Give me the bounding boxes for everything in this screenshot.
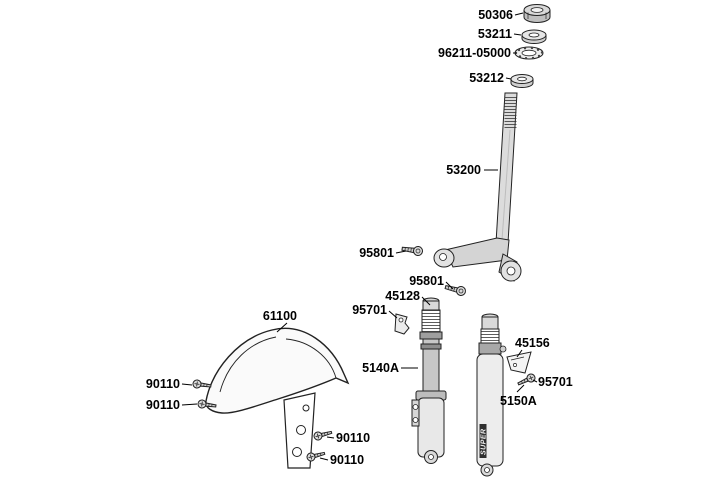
steering-ball-bearing [514, 46, 544, 60]
part-label-96211-05000: 96211-05000 [438, 46, 511, 60]
part-label-45156: 45156 [515, 336, 550, 350]
part-label-90110: 90110 [146, 377, 180, 391]
part-label-53212: 53212 [469, 71, 504, 85]
leader-line-90110 [181, 383, 193, 386]
part-label-95701: 95701 [352, 303, 387, 317]
part-label-53211: 53211 [478, 27, 512, 41]
screw-90110 [191, 378, 212, 391]
part-label-90110: 90110 [330, 453, 364, 467]
steering-nut [523, 4, 551, 23]
leader-line-53211 [513, 33, 522, 36]
triple-clamp [433, 237, 522, 282]
steering-race [510, 74, 534, 88]
pinch-bolt-95801 [401, 243, 424, 257]
pinch-bolt-95801 [443, 282, 467, 297]
fork-leg-left [411, 297, 447, 464]
leader-line-61100 [276, 322, 288, 333]
part-label-90110: 90110 [336, 431, 370, 445]
front-fender [205, 327, 350, 469]
leader-line-50306 [514, 12, 524, 16]
bracket-95701 [394, 313, 410, 335]
plate-45156 [506, 351, 532, 374]
leader-line-95701 [532, 379, 538, 383]
part-label-61100: 61100 [263, 309, 297, 323]
leader-line-95801 [395, 250, 407, 254]
part-label-45128: 45128 [385, 289, 420, 303]
labels-layer: 50306 53211 96211-05000 53212 53200 95801 9580… [146, 8, 573, 467]
fork-decal-text: SUPER [481, 428, 488, 455]
fork-leg-right: SUPER [476, 313, 507, 477]
part-label-5150A: 5150A [500, 394, 537, 408]
leader-line-90110 [319, 457, 329, 461]
leader-line-5150A [516, 384, 525, 393]
part-label-95801: 95801 [359, 246, 394, 260]
leader-line-45156 [516, 349, 523, 358]
leader-line-95801 [445, 281, 454, 290]
part-label-95701: 95701 [538, 375, 573, 389]
screw-90110 [312, 428, 334, 442]
leader-line-45128 [421, 296, 431, 306]
part-label-90110: 90110 [146, 398, 180, 412]
part-label-95801: 95801 [409, 274, 444, 288]
part-label-53200: 53200 [446, 163, 481, 177]
leader-line-90110 [326, 436, 335, 439]
steering-stem [495, 92, 518, 244]
leader-line-95701 [388, 310, 398, 319]
part-label-5140A: 5140A [362, 361, 399, 375]
steering-washer [521, 29, 547, 44]
leader-line-90110 [181, 403, 198, 406]
leader-line-53212 [505, 77, 512, 80]
part-label-50306: 50306 [478, 8, 513, 22]
